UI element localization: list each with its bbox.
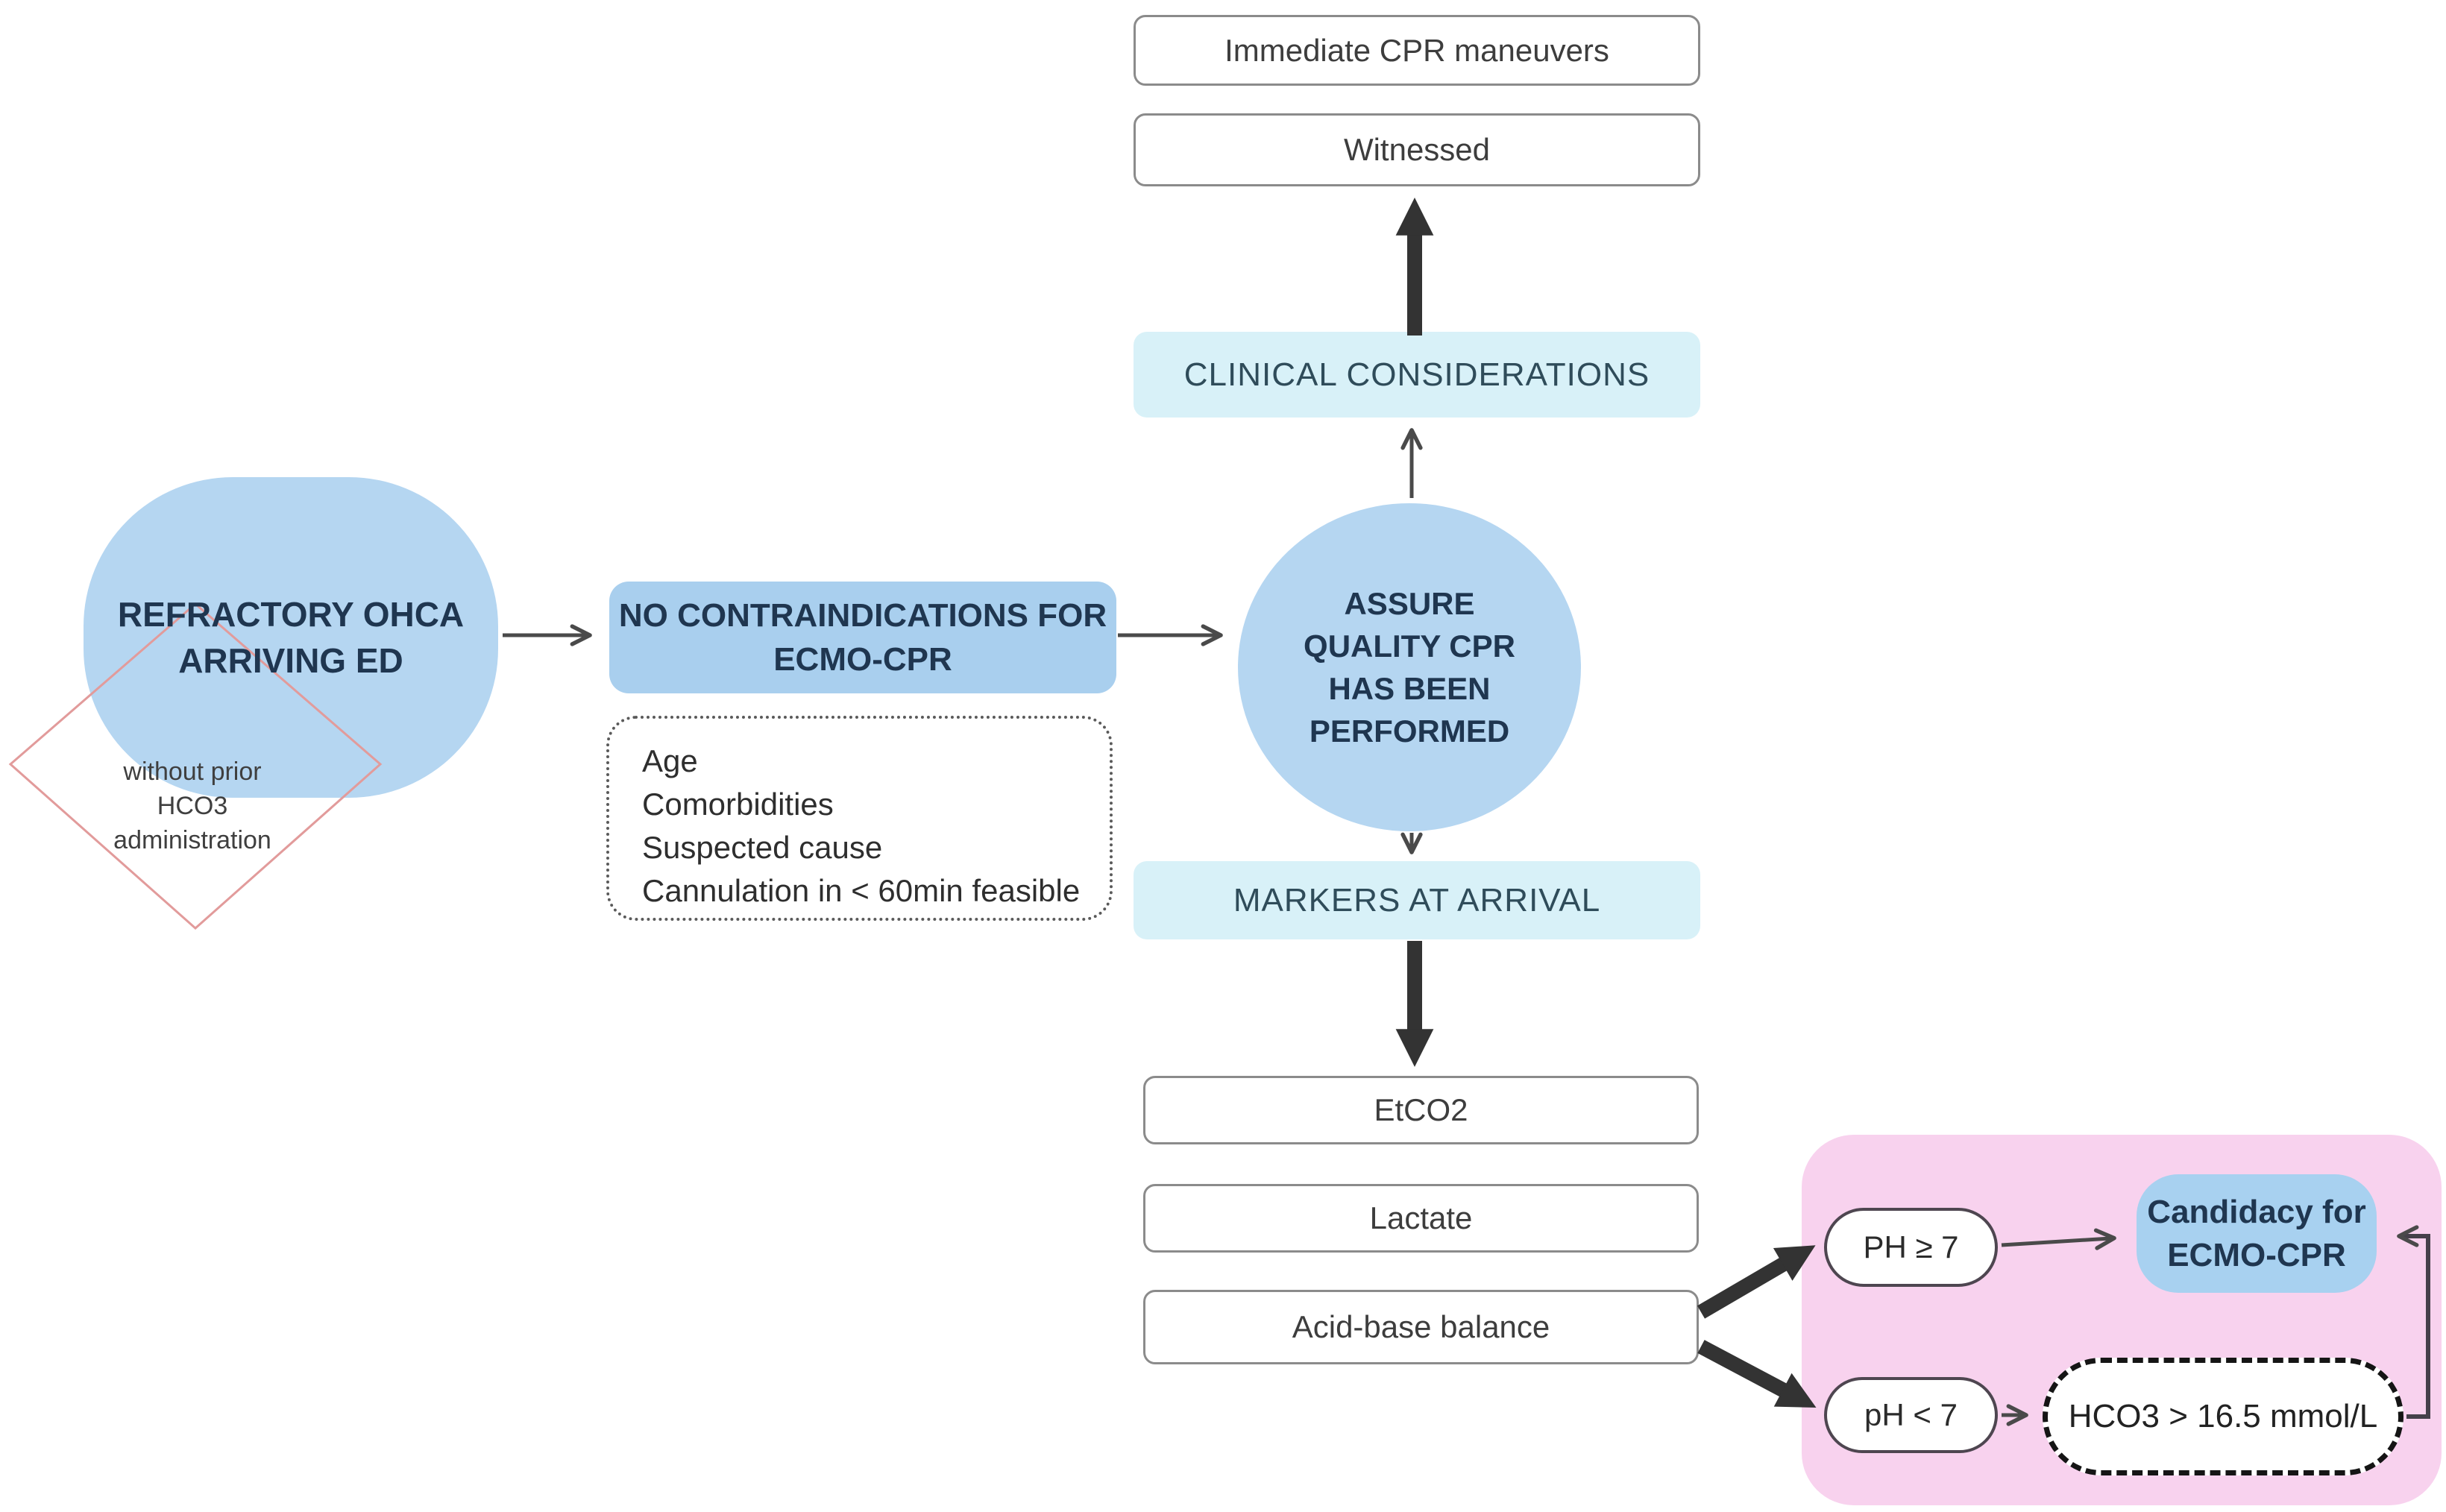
criteria-item: Comorbidities [642, 787, 834, 822]
node-clinical-considerations: CLINICAL CONSIDERATIONS [1134, 332, 1700, 418]
arrow-acidbase-to-phhigh [1697, 1245, 1816, 1319]
criteria-item: Suspected cause [642, 830, 883, 865]
node-ph-low: pH < 7 [1824, 1377, 1998, 1453]
node-assure-quality-cpr [1238, 503, 1581, 831]
node-criteria-list: Age Comorbidities Suspected cause Cannul… [606, 716, 1113, 921]
node-hco3-threshold: HCO3 > 16.5 mmol/L [2043, 1358, 2403, 1475]
arrow-acidbase-to-phlow [1697, 1340, 1817, 1408]
node-candidacy: Candidacy for ECMO-CPR [2137, 1174, 2377, 1293]
node-without-hco3-label: without prior HCO3 administration [113, 757, 271, 854]
node-markers-at-arrival: MARKERS AT ARRIVAL [1134, 861, 1700, 939]
criteria-item: Age [642, 743, 698, 778]
node-ph-high: PH ≥ 7 [1824, 1208, 1998, 1287]
node-witnessed: Witnessed [1134, 113, 1700, 186]
criteria-item: Cannulation in < 60min feasible [642, 873, 1081, 908]
node-lactate: Lactate [1143, 1184, 1699, 1253]
node-etco2: EtCO2 [1143, 1076, 1699, 1144]
node-refractory-ohca-label: REFRACTORY OHCA ARRIVING ED [117, 595, 465, 680]
node-immediate-cpr: Immediate CPR maneuvers [1134, 15, 1700, 86]
node-acid-base-balance: Acid-base balance [1143, 1290, 1699, 1364]
node-assure-quality-cpr-label: ASSURE QUALITY CPR HAS BEEN PERFORMED [1304, 586, 1515, 749]
node-no-contraindications: NO CONTRAINDICATIONS FOR ECMO-CPR [609, 582, 1116, 693]
